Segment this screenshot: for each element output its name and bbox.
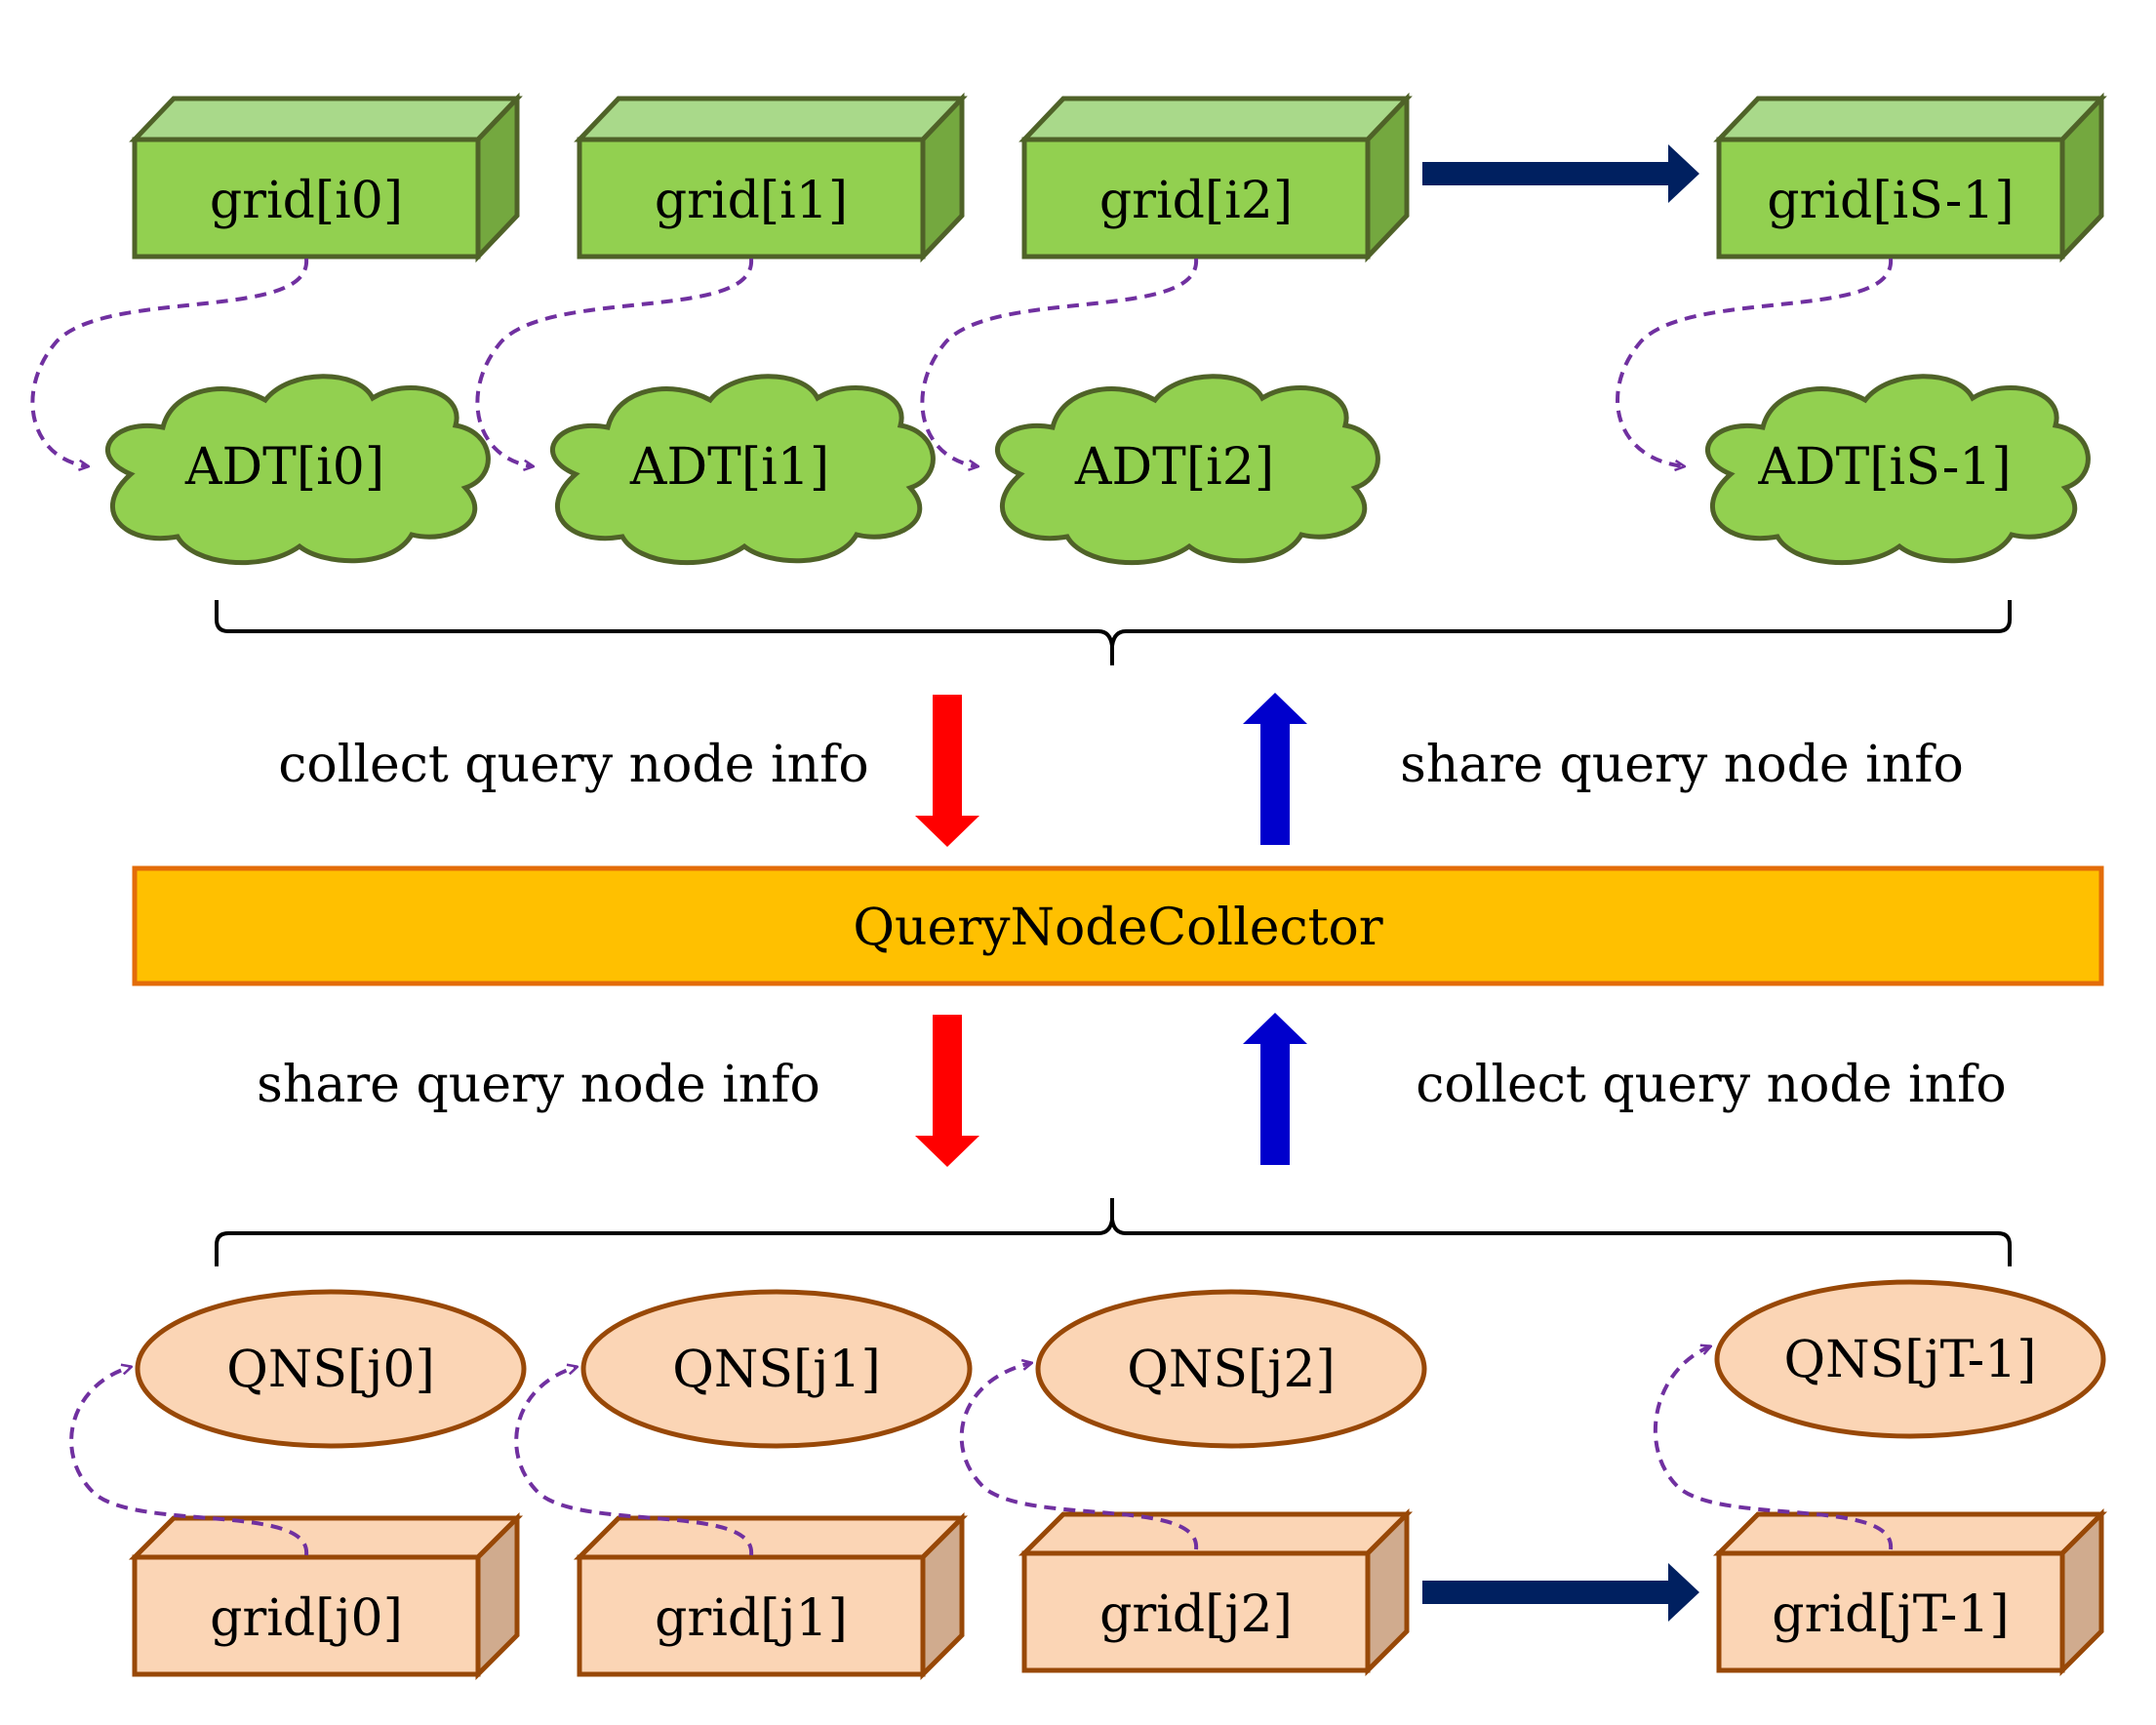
top-dashed-links	[30, 258, 1894, 466]
bottom-brace	[215, 1198, 2012, 1266]
adt-cloud-1: ADT[i1]	[550, 374, 936, 566]
lower-up-arrow	[1243, 1013, 1307, 1165]
bottom-grid-label-0: grid[j0]	[210, 1589, 403, 1648]
adt-cloud-3: ADT[iS-1]	[1705, 374, 2091, 566]
top-link-3	[1616, 258, 1894, 466]
bottom-dashed-links	[69, 1346, 1894, 1556]
top-link-0	[30, 258, 309, 466]
upper-left-label: collect query node info	[278, 736, 868, 794]
adt-label-0: ADT[i0]	[184, 438, 384, 497]
upper-down-arrow	[915, 695, 979, 847]
lower-left-label: share query node info	[257, 1056, 820, 1114]
top-link-2	[920, 258, 1199, 466]
lower-right-label: collect query node info	[1416, 1056, 2006, 1114]
bottom-link-1	[514, 1367, 754, 1556]
qns-label-3: QNS[jT-1]	[1783, 1331, 2036, 1389]
bottom-link-2	[959, 1363, 1199, 1550]
top-grid-label-0: grid[i0]	[210, 172, 403, 230]
top-grid-box-0: grid[i0]	[129, 92, 523, 263]
top-link-1	[475, 258, 754, 466]
top-grid-label-2: grid[i2]	[1099, 172, 1293, 230]
upper-up-arrow	[1243, 693, 1307, 845]
qns-label-2: QNS[j2]	[1127, 1341, 1336, 1399]
bottom-grid-box-1: grid[j1]	[573, 1511, 969, 1681]
adt-cloud-2: ADT[i2]	[995, 374, 1380, 566]
top-grid-box-1: grid[i1]	[574, 92, 968, 263]
top-grid-box-3: grid[iS-1]	[1713, 92, 2107, 263]
top-grid-label-3: grid[iS-1]	[1767, 172, 2014, 230]
adt-cloud-0: ADT[i0]	[105, 374, 491, 566]
qns-label-0: QNS[j0]	[226, 1341, 435, 1399]
adt-label-2: ADT[i2]	[1074, 438, 1274, 497]
adt-label-1: ADT[i1]	[629, 438, 829, 497]
collector-label: QueryNodeCollector	[853, 899, 1382, 957]
upper-right-label: share query node info	[1400, 736, 1964, 794]
top-grid-box-2: grid[i2]	[1018, 92, 1413, 263]
top-grid-label-1: grid[i1]	[655, 172, 848, 230]
qns-label-1: QNS[j1]	[672, 1341, 881, 1399]
top-brace	[215, 600, 2012, 665]
adt-label-3: ADT[iS-1]	[1757, 438, 2011, 497]
qns-ellipse-2: QNS[j2]	[1035, 1289, 1427, 1449]
qns-ellipse-3: QNS[jT-1]	[1714, 1279, 2106, 1439]
top-sequence-arrow	[1422, 144, 1699, 203]
lower-down-arrow	[915, 1015, 979, 1167]
qns-ellipse-0: QNS[j0]	[135, 1289, 527, 1449]
bottom-grid-box-0: grid[j0]	[128, 1511, 524, 1681]
bottom-sequence-arrow	[1422, 1563, 1699, 1622]
bottom-grid-box-2: grid[j2]	[1018, 1507, 1414, 1677]
bottom-grid-label-2: grid[j2]	[1099, 1585, 1293, 1644]
bottom-grid-label-3: grid[jT-1]	[1772, 1585, 2009, 1644]
qns-ellipse-1: QNS[j1]	[580, 1289, 973, 1449]
bottom-link-3	[1653, 1346, 1894, 1550]
query-node-collector: QueryNodeCollector	[132, 865, 2104, 986]
bottom-link-0	[69, 1367, 309, 1556]
bottom-grid-box-3: grid[jT-1]	[1712, 1507, 2108, 1677]
bottom-grid-label-1: grid[j1]	[655, 1589, 848, 1648]
